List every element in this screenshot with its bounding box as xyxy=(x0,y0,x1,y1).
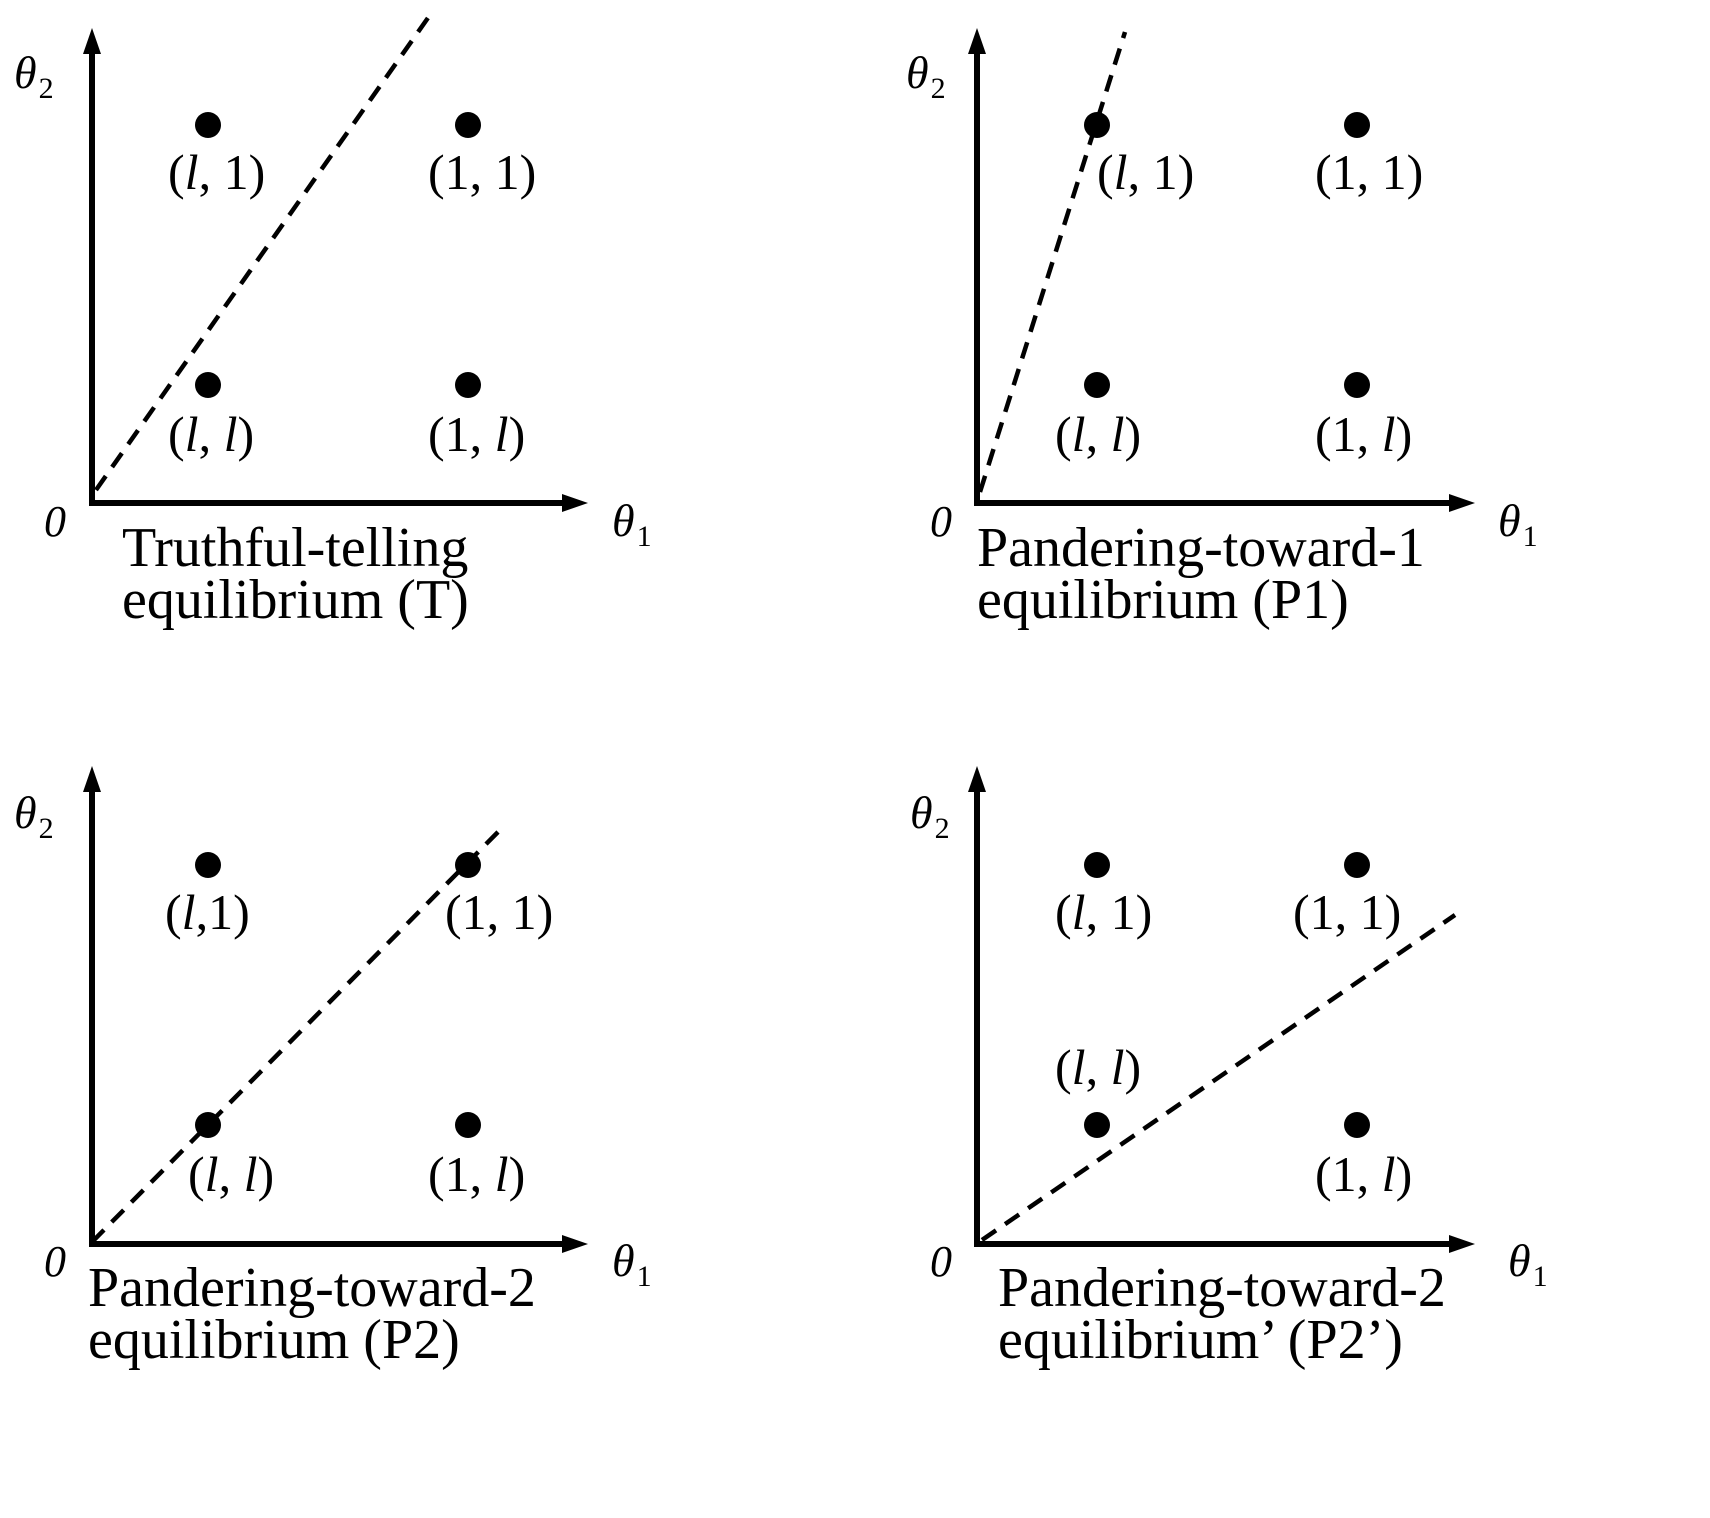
point-1-1-label: (1, 1) xyxy=(1293,884,1401,940)
x-axis-arrowhead xyxy=(562,494,588,512)
x-axis-arrowhead xyxy=(1449,1235,1475,1253)
point-1-l-label: (1, l) xyxy=(428,1146,525,1202)
panel-caption-line1: Pandering-toward-2 xyxy=(88,1257,536,1319)
point-l-1-dot xyxy=(195,112,221,138)
point-l-1-dot xyxy=(1084,852,1110,878)
point-1-1-dot xyxy=(1344,112,1370,138)
dashed-boundary-line xyxy=(980,913,1457,1242)
point-1-l-dot xyxy=(455,372,481,398)
point-1-l-dot xyxy=(455,1112,481,1138)
y-axis-arrowhead xyxy=(968,28,986,54)
y-axis-arrowhead xyxy=(83,28,101,54)
origin-label: 0 xyxy=(930,1237,952,1286)
x-axis-arrowhead xyxy=(1449,494,1475,512)
point-l-1-label: (l, 1) xyxy=(168,144,265,200)
dashed-boundary-line xyxy=(94,13,432,492)
panel-caption-line2: equilibrium (P1) xyxy=(977,569,1349,631)
point-l-l-dot xyxy=(1084,1112,1110,1138)
point-1-l-label: (1, l) xyxy=(428,406,525,462)
x-axis-arrowhead xyxy=(562,1235,588,1253)
y-axis-label: θ2 xyxy=(906,47,946,105)
panel-caption-line1: Pandering-toward-1 xyxy=(977,517,1425,579)
panel-caption-line1: Truthful-telling xyxy=(122,517,468,579)
origin-label: 0 xyxy=(44,1237,66,1286)
y-axis-arrowhead xyxy=(968,766,986,792)
panel-P2prime: (l, l) (1, l) (l, 1) (1, 1) 0 θ1 θ2Pandering-t… xyxy=(910,766,1548,1371)
point-1-1-dot xyxy=(455,852,481,878)
point-l-l-label: (l, l) xyxy=(168,406,254,462)
y-axis-label: θ2 xyxy=(910,787,950,845)
point-1-1-dot xyxy=(1344,852,1370,878)
panel-P2: (l, l) (1, l) (l,1) (1, 1) 0 θ1 θ2Pandering-to… xyxy=(14,766,652,1371)
y-axis-label: θ2 xyxy=(14,787,54,845)
x-axis-label: θ1 xyxy=(612,1235,652,1293)
panel-caption-line2: equilibrium’ (P2’) xyxy=(998,1309,1403,1371)
panel-T: (l, l) (1, l) (l, 1) (1, 1) 0 θ1 θ2Truthful-te… xyxy=(14,13,652,631)
point-1-l-label: (1, l) xyxy=(1315,406,1412,462)
panel-caption-line1: Pandering-toward-2 xyxy=(998,1257,1446,1319)
panel-caption-line2: equilibrium (T) xyxy=(122,569,469,631)
y-axis-arrowhead xyxy=(83,766,101,792)
point-l-1-label: (l, 1) xyxy=(1097,144,1194,200)
point-l-1-label: (l, 1) xyxy=(1055,884,1152,940)
dashed-boundary-line xyxy=(977,31,1128,493)
point-1-l-label: (1, l) xyxy=(1315,1146,1412,1202)
point-l-1-dot xyxy=(1084,112,1110,138)
point-l-l-dot xyxy=(195,372,221,398)
point-1-1-label: (1, 1) xyxy=(445,884,553,940)
dashed-boundary-line xyxy=(90,830,500,1244)
x-axis-label: θ1 xyxy=(1498,495,1538,553)
point-1-1-dot xyxy=(455,112,481,138)
point-l-l-label: (l, l) xyxy=(1055,406,1141,462)
point-l-1-label: (l,1) xyxy=(165,884,250,940)
y-axis-label: θ2 xyxy=(14,47,54,105)
point-l-1-dot xyxy=(195,852,221,878)
origin-label: 0 xyxy=(930,497,952,546)
point-1-l-dot xyxy=(1344,372,1370,398)
point-l-l-dot xyxy=(195,1112,221,1138)
point-l-l-label: (l, l) xyxy=(1055,1039,1141,1095)
point-1-l-dot xyxy=(1344,1112,1370,1138)
x-axis-label: θ1 xyxy=(612,495,652,553)
point-l-l-dot xyxy=(1084,372,1110,398)
point-1-1-label: (1, 1) xyxy=(1315,144,1423,200)
origin-label: 0 xyxy=(44,497,66,546)
point-l-l-label: (l, l) xyxy=(188,1146,274,1202)
point-1-1-label: (1, 1) xyxy=(428,144,536,200)
x-axis-label: θ1 xyxy=(1508,1235,1548,1293)
panel-P1: (l, l) (1, l) (l, 1) (1, 1) 0 θ1 θ2Pandering-t… xyxy=(906,28,1538,631)
panel-caption-line2: equilibrium (P2) xyxy=(88,1309,460,1371)
